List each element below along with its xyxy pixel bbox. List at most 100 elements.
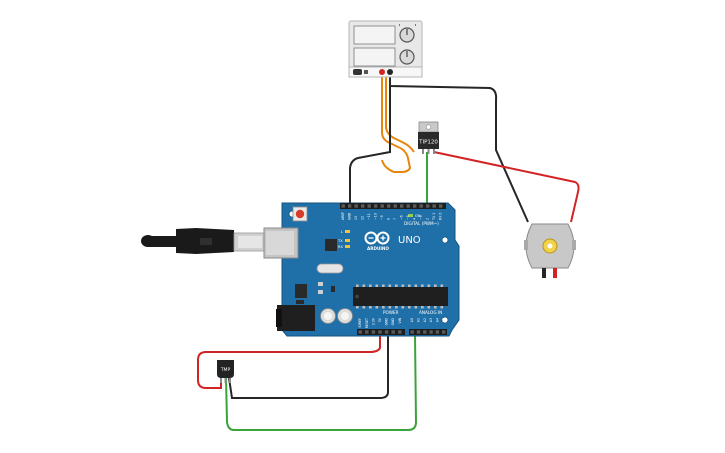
usb-cable [141,228,265,254]
power-pin-gnd[interactable] [391,330,395,334]
transistor-label: TIP120 [418,140,438,146]
digital-pin-13[interactable] [354,204,358,208]
digital-header-label: DIGITAL (PWM~) [404,221,439,226]
wire-green-a0-to-sensor[interactable] [225,329,418,431]
chip-leg [362,306,366,309]
label-rx: RX [338,245,343,249]
digital-pin-aref[interactable] [341,204,345,208]
analog-pin-label: A3 [429,318,433,322]
temp-sensor-label: TMP [220,367,231,373]
wire-red-5v-to-sensor[interactable] [197,330,381,389]
analog-pin-label: A0 [410,318,414,322]
digital-pin-label: ~6 [400,215,404,220]
digital-pin-label: TX 1 [432,213,436,221]
chip-leg [382,306,385,309]
wire-black-supply-to-gnd[interactable] [349,74,391,205]
chip-leg [375,284,379,287]
wire-orange-supply-to-transistor[interactable] [381,74,412,173]
supply-power-switch[interactable] [353,69,362,75]
digital-pin-label: 7 [393,218,397,220]
led-l [345,230,350,233]
dc-motor[interactable] [524,223,576,278]
digital-pin-5[interactable] [406,204,410,208]
transistor-tip120[interactable]: TIP120 [418,121,439,154]
analog-pin-a2[interactable] [423,330,427,334]
chip-leg [382,284,385,287]
digital-pin-2[interactable] [426,204,430,208]
chip-leg [414,306,418,309]
power-supply[interactable] [348,20,423,78]
chip-leg [421,306,424,309]
digital-pin-label: ~5 [406,215,410,220]
chip-leg [356,306,359,309]
chip-leg [414,284,418,287]
analog-pin-a3[interactable] [429,330,433,334]
power-pin-5v[interactable] [378,330,382,334]
wire-black-gnd-to-sensor[interactable] [228,330,389,399]
digital-pin-7[interactable] [393,204,397,208]
analog-pin-a0[interactable] [410,330,414,334]
digital-pin-gnd[interactable] [348,204,352,208]
chip-leg [395,306,398,309]
digital-pin-label: ~10 [374,213,378,220]
analog-header-strip [409,329,447,335]
wire-red-transistor-to-motor[interactable] [433,151,580,223]
arduino-usb-chip [325,239,337,251]
digital-pin-label: 13 [354,216,358,220]
chip-leg [421,284,424,287]
digital-pin-tx1[interactable] [432,204,436,208]
digital-pin-4[interactable] [413,204,417,208]
digital-pin-11[interactable] [367,204,371,208]
led-rx [345,245,350,248]
digital-pin-3[interactable] [419,204,423,208]
label-on: ON [415,214,421,218]
supply-terminal-positive[interactable] [379,69,385,75]
digital-pin-9[interactable] [380,204,384,208]
arduino-power-jack [277,305,315,331]
power-pin-label: RESET [365,318,369,328]
digital-pin-10[interactable] [374,204,378,208]
supply-terminal-negative[interactable] [387,69,393,75]
power-pin-label: 3.3V [371,317,375,325]
power-header-label: POWER [383,310,399,315]
analog-pin-a4[interactable] [435,330,440,334]
chip-leg [369,284,372,287]
analog-pin-label: A1 [417,318,421,322]
chip-leg [408,284,411,287]
wire-orange-2[interactable] [385,74,415,153]
chip-leg [440,306,444,309]
arduino-brand-label: ARDUINO [367,246,389,251]
digital-pin-rx0[interactable] [439,204,443,208]
arduino-model-label: UNO [398,235,421,246]
temperature-sensor-tmp[interactable]: TMP [217,360,234,383]
chip-leg [401,284,405,287]
supply-display-voltage [353,25,396,45]
arduino-crystal [316,263,344,274]
arduino-uno-board[interactable]: L TX RX ON UNO ARDUINO DIGITAL (PWM~) PO… [263,202,460,337]
power-pin-ioref[interactable] [358,330,362,334]
power-pin-label: VIN [398,317,402,323]
digital-pin-8[interactable] [387,204,391,208]
digital-pin-label: ~9 [380,215,384,220]
power-pin-vin[interactable] [398,330,402,334]
digital-pin-12[interactable] [361,204,365,208]
digital-pin-label: GND [348,212,352,220]
chip-leg [408,306,411,309]
analog-pin-a5[interactable] [442,330,446,334]
power-pin-label: GND [391,317,395,325]
arduino-regulator [295,284,307,298]
power-pin-label: GND [385,317,389,325]
chip-leg [440,284,444,287]
digital-pin-6[interactable] [400,204,404,208]
power-pin-reset[interactable] [365,330,369,334]
supply-display-current [353,47,396,67]
power-pin-3.3v[interactable] [371,330,376,334]
chip-leg [369,306,372,309]
digital-pin-label: RX 0 [439,213,443,220]
analog-pin-a1[interactable] [416,330,421,334]
power-pin-label: 5V [378,317,382,322]
power-pin-gnd[interactable] [384,330,389,334]
wire-black-supply-to-motor[interactable] [389,74,529,223]
label-tx: TX [337,239,343,243]
